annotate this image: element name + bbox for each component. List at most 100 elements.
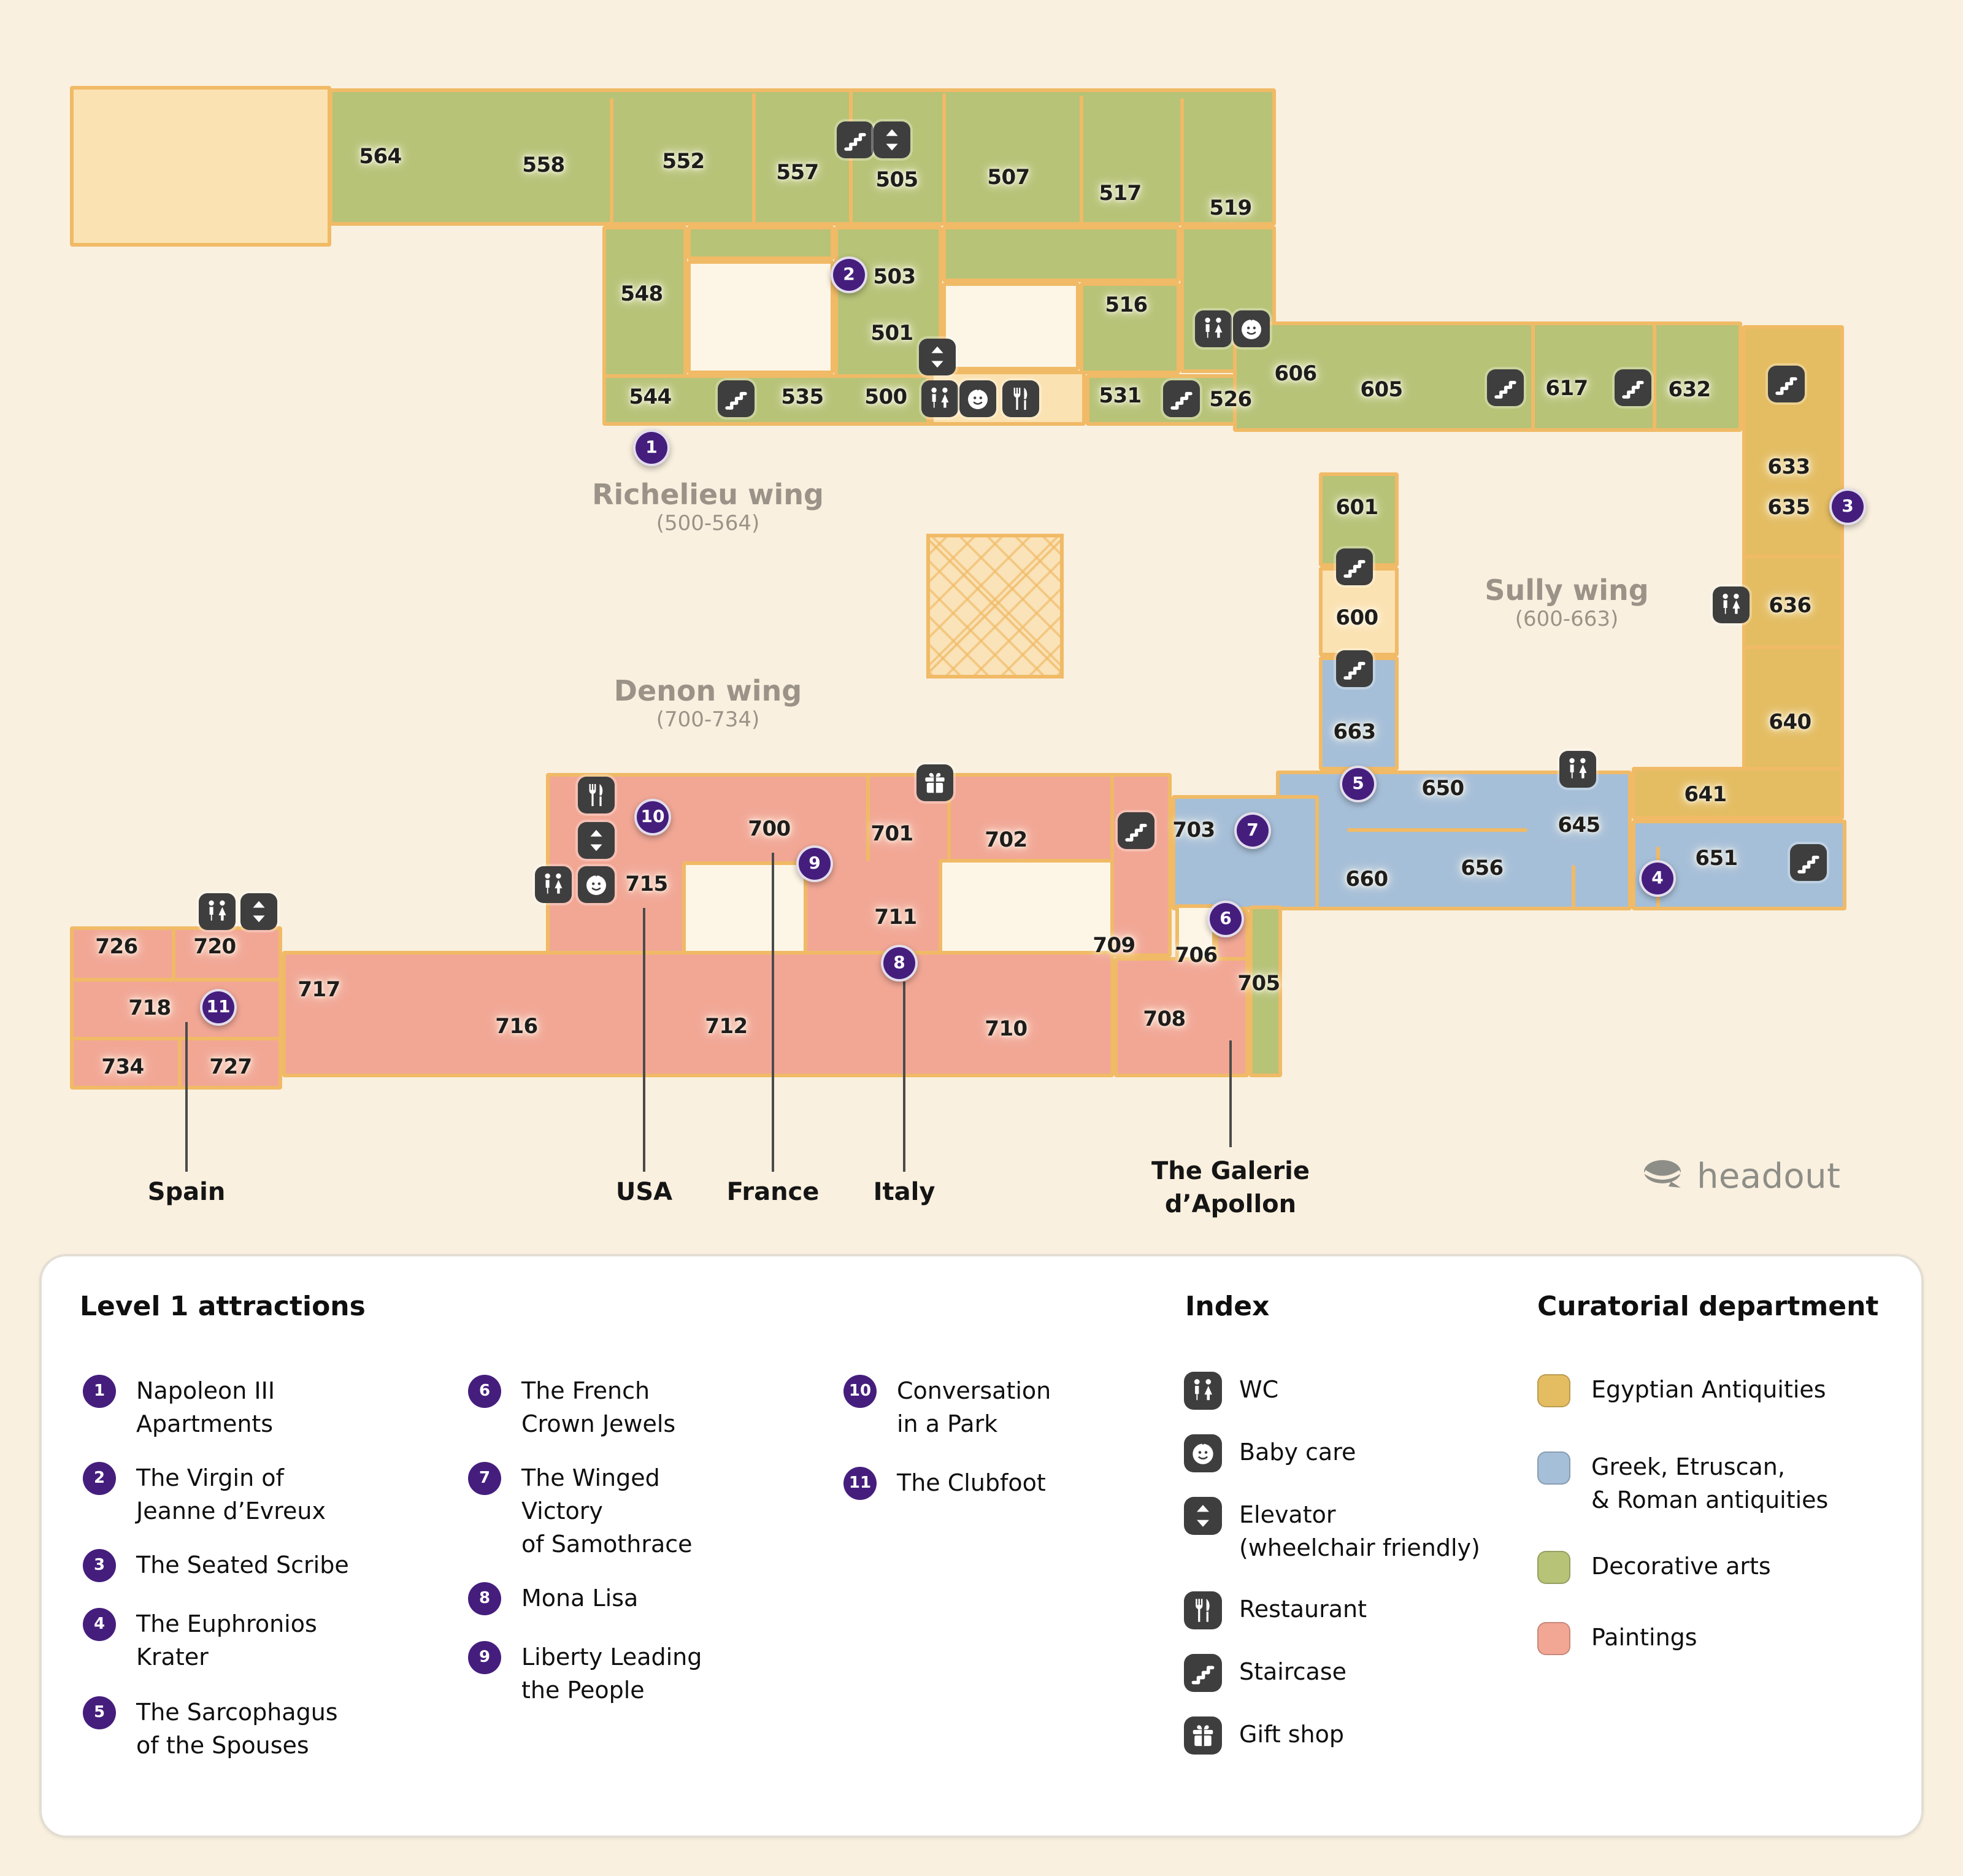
courtyard-cutout — [687, 260, 834, 374]
legend-index-label: Restaurant — [1239, 1596, 1367, 1623]
elevator-icon — [240, 893, 277, 930]
room-651: 651 — [1695, 847, 1738, 871]
wing-name: Richelieu wing — [592, 480, 824, 512]
attraction-badge-4: 4 — [1639, 860, 1676, 897]
dept-block-dec — [942, 226, 1180, 282]
room-708: 708 — [1143, 1007, 1186, 1032]
room-633: 633 — [1767, 455, 1810, 480]
dept-block-grk — [1172, 795, 1319, 910]
room-517: 517 — [1099, 182, 1142, 206]
attraction-badge-1: 1 — [633, 429, 670, 466]
wc-icon — [535, 866, 572, 903]
room-636: 636 — [1769, 594, 1811, 618]
room-548: 548 — [620, 282, 663, 307]
wall-divider — [172, 926, 175, 982]
wing-label: Denon wing(700-734) — [614, 676, 802, 732]
wc-icon — [1713, 586, 1750, 623]
legend-index-label: Elevator(wheelchair friendly) — [1239, 1502, 1480, 1562]
legend-department-label: Decorative arts — [1591, 1553, 1771, 1580]
department-swatch-grk — [1537, 1451, 1570, 1485]
gift-icon — [1184, 1716, 1222, 1755]
elevator-icon — [578, 822, 615, 859]
attraction-badge-3: 3 — [1829, 488, 1866, 525]
room-702: 702 — [985, 828, 1028, 853]
attraction-badge-7: 7 — [1234, 812, 1271, 849]
legend-index-label: Baby care — [1239, 1439, 1356, 1466]
wing-range: (600-663) — [1515, 607, 1619, 632]
room-734: 734 — [101, 1055, 144, 1080]
callout-label: USA — [615, 1177, 673, 1206]
legend-attraction-badge-6: 6 — [468, 1375, 501, 1408]
headout-brand: headout — [1642, 1156, 1840, 1196]
legend-attraction-badge-2: 2 — [83, 1462, 116, 1495]
wing-range: (500-564) — [656, 512, 760, 536]
legend-attractions-title: Level 1 attractions — [80, 1292, 366, 1323]
room-503: 503 — [873, 265, 916, 290]
callout-label: France — [726, 1177, 820, 1206]
legend-attraction-badge-7: 7 — [468, 1462, 501, 1495]
wall-divider — [866, 773, 870, 861]
dept-block-egy — [1632, 767, 1844, 820]
legend-attraction-label-8: Mona Lisa — [521, 1585, 639, 1612]
legend-attraction-badge-9: 9 — [468, 1641, 501, 1674]
room-617: 617 — [1545, 377, 1588, 401]
room-600: 600 — [1335, 606, 1378, 631]
legend-index-title: Index — [1185, 1292, 1270, 1323]
legend-departments-title: Curatorial department — [1537, 1292, 1879, 1323]
room-516: 516 — [1105, 293, 1148, 318]
room-716: 716 — [495, 1015, 538, 1039]
dept-block-dec — [1080, 282, 1180, 374]
attraction-badge-2: 2 — [831, 256, 867, 293]
dept-block-dec — [329, 88, 1276, 226]
room-605: 605 — [1360, 378, 1403, 402]
room-727: 727 — [209, 1055, 252, 1080]
legend-panel — [39, 1254, 1924, 1838]
wing-label: Richelieu wing(500-564) — [592, 480, 824, 536]
dept-block-dec — [1249, 905, 1282, 1077]
wall-divider — [942, 93, 946, 226]
baby-icon — [1233, 310, 1270, 347]
attraction-badge-9: 9 — [796, 845, 833, 882]
legend-department-label: Paintings — [1591, 1624, 1697, 1651]
wall-divider — [1347, 828, 1527, 832]
room-706: 706 — [1175, 944, 1218, 968]
room-710: 710 — [985, 1017, 1028, 1042]
attraction-badge-6: 6 — [1207, 901, 1244, 937]
stairs-icon — [1336, 650, 1373, 687]
room-507: 507 — [987, 166, 1030, 190]
headout-wordmark: headout — [1697, 1156, 1841, 1196]
room-501: 501 — [870, 321, 913, 346]
callout-line — [772, 853, 774, 1172]
department-swatch-egy — [1537, 1374, 1570, 1407]
room-544: 544 — [629, 385, 672, 410]
hatched-courtyard — [926, 534, 1064, 679]
restaurant-icon — [1002, 380, 1039, 417]
department-swatch-pai — [1537, 1622, 1570, 1655]
wing-label: Sully wing(600-663) — [1485, 575, 1648, 632]
room-663: 663 — [1333, 720, 1376, 745]
room-505: 505 — [875, 168, 918, 193]
headout-logo-icon — [1642, 1157, 1688, 1195]
room-519: 519 — [1209, 196, 1252, 221]
room-640: 640 — [1769, 710, 1811, 735]
legend-index-label: WC — [1239, 1377, 1279, 1404]
legend-index-label: Gift shop — [1239, 1721, 1344, 1748]
room-558: 558 — [522, 153, 565, 178]
attraction-badge-8: 8 — [881, 945, 918, 982]
legend-department-label: Greek, Etruscan,& Roman antiquities — [1591, 1454, 1829, 1514]
legend-attraction-badge-1: 1 — [83, 1375, 116, 1408]
elevator-icon — [919, 339, 956, 375]
department-swatch-dec — [1537, 1551, 1570, 1584]
wing-range: (700-734) — [656, 708, 760, 732]
room-557: 557 — [776, 161, 819, 185]
room-717: 717 — [298, 978, 340, 1002]
attraction-badge-11: 11 — [200, 989, 237, 1026]
courtyard-cutout — [942, 282, 1080, 371]
stairs-icon — [1336, 548, 1373, 585]
wall-divider — [1653, 321, 1656, 432]
courtyard-cutout — [682, 861, 807, 957]
